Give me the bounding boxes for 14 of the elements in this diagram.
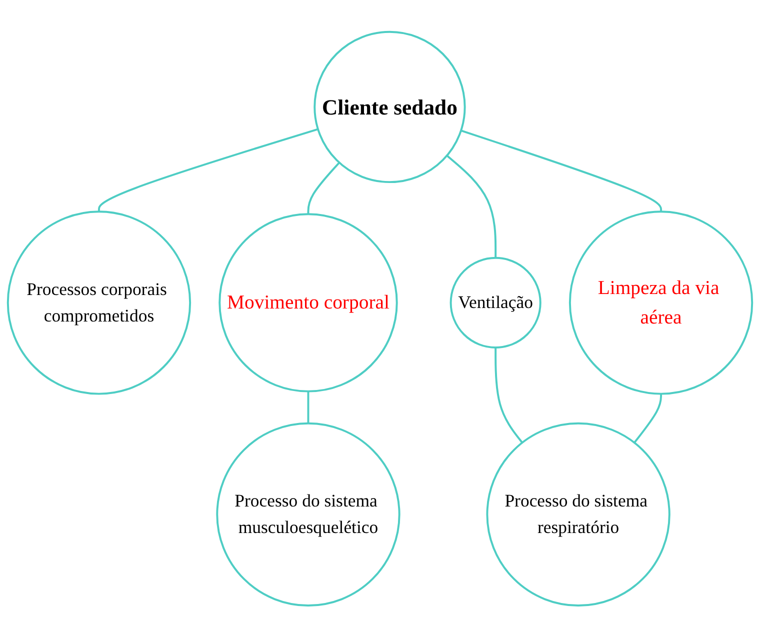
node-circle: Limpeza da via aérea <box>568 210 754 396</box>
node-circle: Movimento corporal <box>218 213 398 393</box>
connector <box>307 392 310 424</box>
node-circle: Processos corporais comprometidos <box>6 210 192 396</box>
node-circle: Processo do sistema respiratório <box>486 422 670 607</box>
node-circle: Processo do sistema musculoesquelético <box>216 422 400 607</box>
node-circle: Cliente sedado <box>314 31 466 184</box>
connector <box>98 128 318 212</box>
connector <box>634 394 662 444</box>
connector <box>460 130 662 212</box>
connector <box>307 162 340 214</box>
node-circle: Ventilação <box>450 257 542 349</box>
connector <box>494 348 523 444</box>
connector <box>446 155 497 258</box>
